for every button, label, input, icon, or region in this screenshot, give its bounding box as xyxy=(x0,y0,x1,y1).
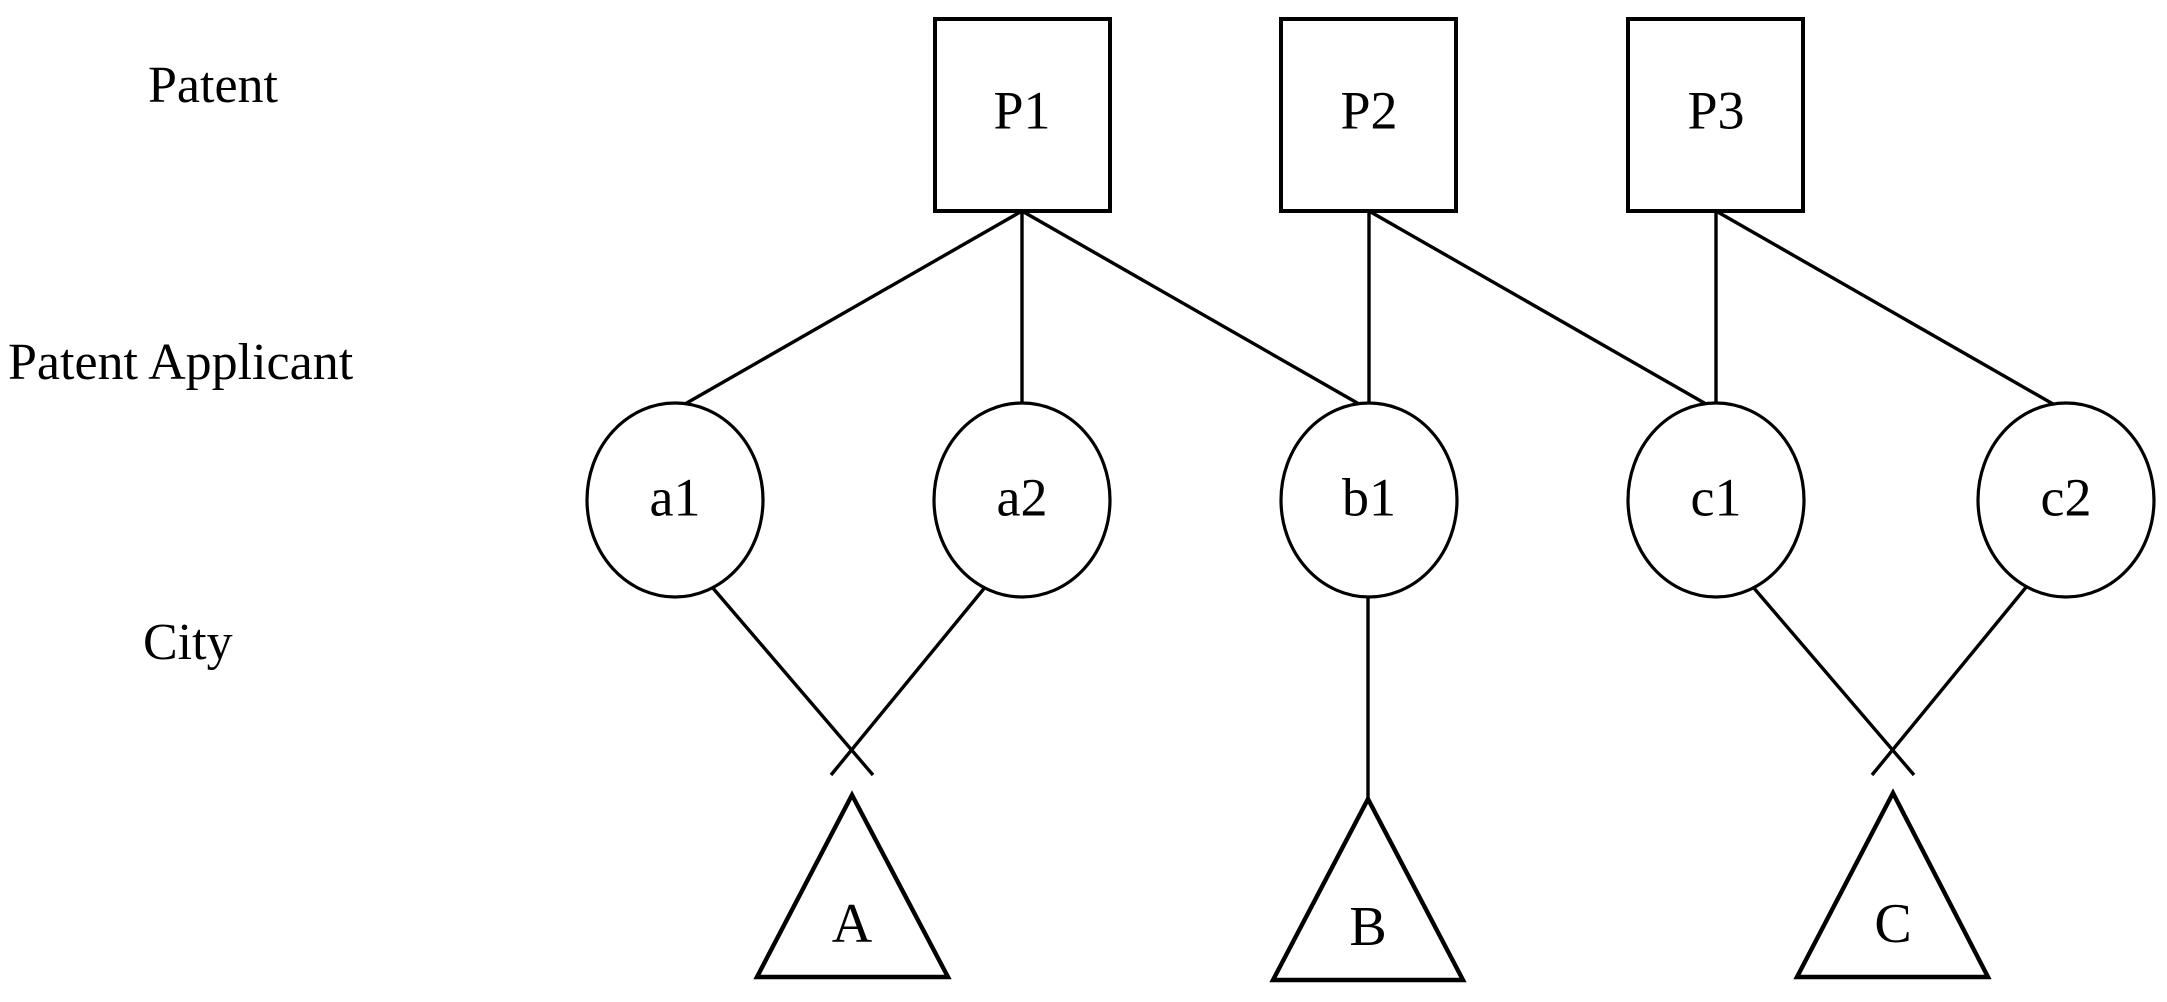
patent-square-p1[interactable] xyxy=(933,17,1112,213)
patent-node-p2[interactable]: P2 xyxy=(1279,17,1458,213)
city-node-b[interactable]: B xyxy=(1269,794,1467,983)
city-triangle-a[interactable] xyxy=(753,790,952,980)
applicant-circle-a2[interactable] xyxy=(932,401,1112,599)
city-label-b: B xyxy=(1349,896,1386,958)
city-triangle-c[interactable] xyxy=(1793,788,1992,980)
applicant-circle-c1[interactable] xyxy=(1626,401,1806,599)
edge-p1-a1 xyxy=(677,209,1023,410)
applicant-node-c1[interactable]: c1 xyxy=(1626,401,1806,599)
edge-a2-city-a xyxy=(829,578,993,777)
city-triangle-b[interactable] xyxy=(1269,794,1467,983)
applicant-label-c1: c1 xyxy=(1691,467,1742,527)
applicant-circle-a1[interactable] xyxy=(585,401,765,599)
edge-group-applicant-to-city xyxy=(704,578,2034,799)
edge-group-patent-to-applicant xyxy=(677,209,2061,410)
edge-c2-city-c xyxy=(1870,578,2034,777)
applicant-label-a1: a1 xyxy=(650,467,701,527)
applicant-node-a1[interactable]: a1 xyxy=(585,401,765,599)
city-label-c: C xyxy=(1874,893,1911,955)
patent-label-p1: P1 xyxy=(993,80,1050,140)
city-node-a[interactable]: A xyxy=(753,790,952,980)
applicant-node-a2[interactable]: a2 xyxy=(932,401,1112,599)
row-label-patent: Patent xyxy=(148,57,278,114)
edge-p1-b1 xyxy=(1021,209,1367,410)
patent-square-p2[interactable] xyxy=(1279,17,1458,213)
patent-node-p3[interactable]: P3 xyxy=(1626,17,1805,213)
patent-label-p3: P3 xyxy=(1687,80,1744,140)
edge-a1-city-a xyxy=(704,578,875,777)
edge-p3-c2 xyxy=(1715,209,2061,410)
applicant-label-a2: a2 xyxy=(997,467,1048,527)
edge-c1-city-c xyxy=(1745,578,1916,777)
patent-label-p2: P2 xyxy=(1340,80,1397,140)
row-label-city: City xyxy=(143,614,233,671)
edge-p2-c1 xyxy=(1368,209,1714,410)
applicant-label-b1: b1 xyxy=(1342,467,1396,527)
applicant-label-c2: c2 xyxy=(2041,467,2092,527)
city-label-a: A xyxy=(832,893,873,955)
applicant-node-b1[interactable]: b1 xyxy=(1279,401,1459,599)
row-label-patent-applicant: Patent Applicant xyxy=(8,334,354,391)
patent-node-p1[interactable]: P1 xyxy=(933,17,1112,213)
patent-square-p3[interactable] xyxy=(1626,17,1805,213)
city-node-c[interactable]: C xyxy=(1793,788,1992,980)
applicant-circle-b1[interactable] xyxy=(1279,401,1459,599)
applicant-circle-c2[interactable] xyxy=(1976,401,2156,599)
applicant-node-c2[interactable]: c2 xyxy=(1976,401,2156,599)
